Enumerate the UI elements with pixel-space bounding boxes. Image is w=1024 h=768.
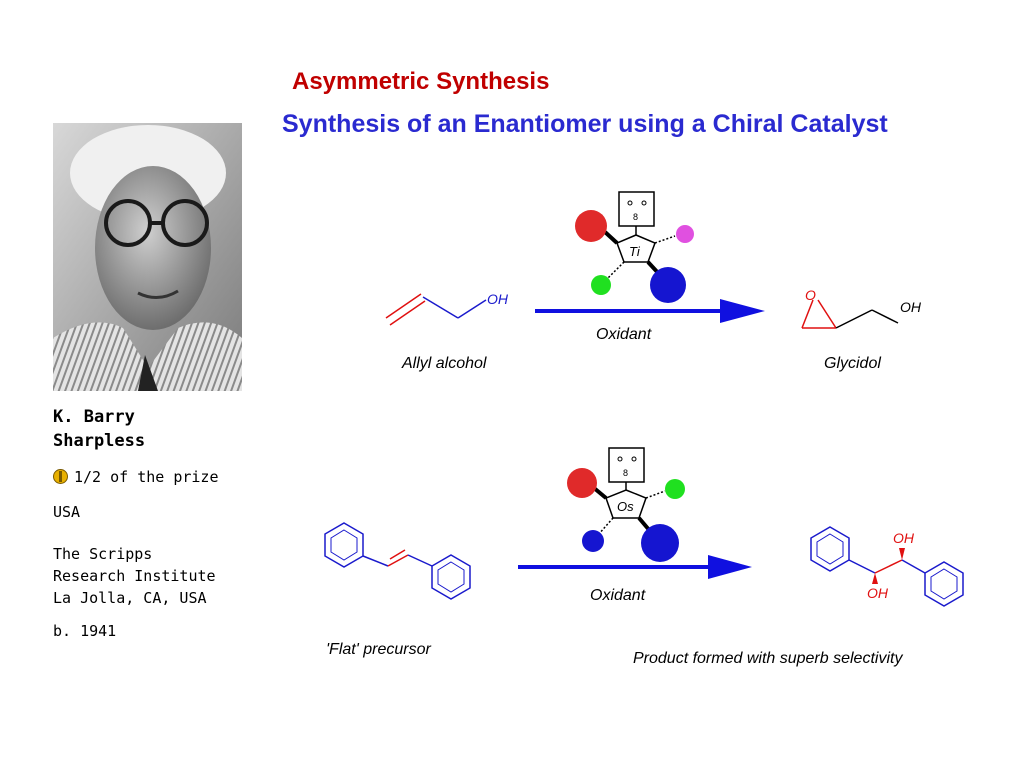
os-label: Os [617,499,634,514]
os-catalyst: 8 Os [567,447,685,562]
prize-share: 1/2 of the prize [53,468,219,486]
laureate-name: K. Barry Sharpless [53,405,203,453]
flat-precursor-label: 'Flat' precursor [326,641,431,658]
glycidol-oh-label: OH [900,299,922,315]
laureate-photo [53,123,242,391]
allyl-oh-label: OH [487,291,509,307]
stilbene-structure [324,522,471,600]
diol-product-structure: OH OH [810,526,964,607]
epoxide-o-label: O [805,287,816,303]
institution-line1: The Scripps [53,545,153,563]
oxidant-label-2: Oxidant [590,587,646,604]
reaction-arrow-1 [535,299,765,323]
slide-title: Asymmetric Synthesis [292,68,550,95]
svg-text:8: 8 [633,212,638,222]
institution-line2: Research Institute [53,567,216,585]
product-selectivity-label: Product formed with superb selectivity [633,650,903,667]
diol-oh-bottom-label: OH [867,585,889,601]
allyl-alcohol-label: Allyl alcohol [401,355,487,372]
laureate-birth-year: b. 1941 [53,622,117,640]
nobel-medal-icon [53,469,68,484]
laureate-name-text: K. Barry Sharpless [53,407,146,451]
svg-text:8: 8 [623,468,628,478]
laureate-country: USA [53,503,81,521]
prize-share-text: 1/2 of the prize [74,468,219,486]
glycidol-structure: O OH [801,287,922,329]
ti-catalyst: 8 Ti [575,191,694,303]
diol-oh-top-label: OH [893,530,915,546]
glycidol-label: Glycidol [824,355,881,372]
institution-line3: La Jolla, CA, USA [53,589,207,607]
ti-label: Ti [629,244,641,259]
oxidant-label-1: Oxidant [596,326,652,343]
slide-subtitle: Synthesis of an Enantiomer using a Chira… [282,110,888,138]
allyl-alcohol-structure: OH [385,291,509,326]
laureate-institution: The Scripps Research Institute La Jolla,… [53,543,216,609]
reaction-arrow-2 [518,555,752,579]
